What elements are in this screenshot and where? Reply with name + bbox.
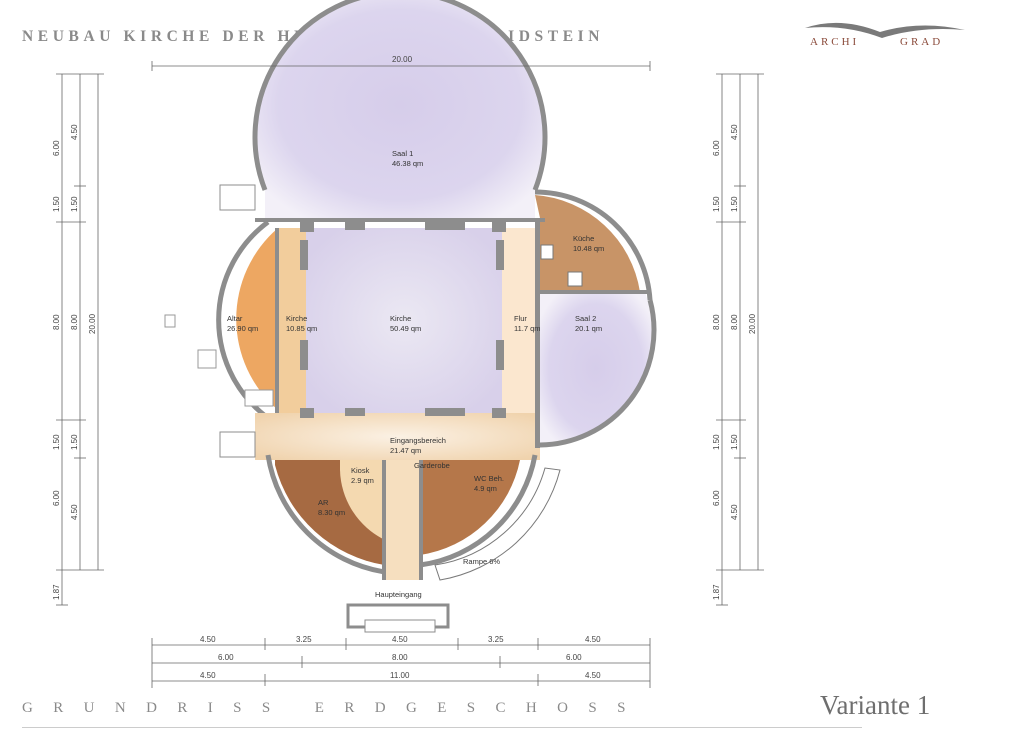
dim-l2-0: 4.50 xyxy=(70,124,79,140)
label-ar-name: AR xyxy=(318,498,329,507)
dim-b3-1: 11.00 xyxy=(390,671,410,680)
label-kirche-name: Kirche xyxy=(390,314,411,323)
room-kiosk xyxy=(340,460,385,540)
label-wc-name: WC Beh. xyxy=(474,474,504,483)
label-garderobe: Garderobe xyxy=(414,461,450,470)
label-flur-name: Flur xyxy=(514,314,527,323)
dim-r1-3: 1.50 xyxy=(712,434,721,450)
label-rampe: Rampe 6% xyxy=(463,557,500,566)
dim-b1-2: 4.50 xyxy=(392,635,408,644)
label-eingang-name: Eingangsbereich xyxy=(390,436,446,445)
dim-r2-1: 1.50 xyxy=(730,196,739,212)
dim-r1-2: 8.00 xyxy=(712,314,721,330)
logo-text-right: GRAD xyxy=(900,36,944,48)
dim-r1-0: 6.00 xyxy=(712,140,721,156)
label-flur-area: 11.7 qm xyxy=(514,324,541,333)
label-saal1-area: 46.38 qm xyxy=(392,159,423,168)
logo-swoosh-icon xyxy=(805,22,965,38)
dim-l2-3: 1.50 xyxy=(70,434,79,450)
dim-r1-1: 1.50 xyxy=(712,196,721,212)
wall-kueche-arc xyxy=(534,189,653,301)
dim-r2-0: 4.50 xyxy=(730,124,739,140)
dim-l1-5: 1.87 xyxy=(52,584,61,600)
variant-label: Variante 1 xyxy=(820,690,931,720)
label-kirche-apse-area: 10.85 qm xyxy=(286,324,317,333)
room-saal1 xyxy=(255,0,545,218)
dim-b2-0: 6.00 xyxy=(218,653,234,662)
label-altar-name: Altar xyxy=(227,314,243,323)
dim-l2-4: 4.50 xyxy=(70,504,79,520)
dim-l2-2: 8.00 xyxy=(70,314,79,330)
dim-b2-1: 8.00 xyxy=(392,653,408,662)
label-kiosk-name: Kiosk xyxy=(351,466,370,475)
dim-b2-2: 6.00 xyxy=(566,653,582,662)
label-saal2-area: 20.1 qm xyxy=(575,324,602,333)
label-kirche-apse-name: Kirche xyxy=(286,314,307,323)
label-kirche-area: 50.49 qm xyxy=(390,324,421,333)
dim-l2-1: 1.50 xyxy=(70,196,79,212)
label-eingang-area: 21.47 qm xyxy=(390,446,421,455)
dim-l1-0: 6.00 xyxy=(52,140,61,156)
label-kiosk-area: 2.9 qm xyxy=(351,476,374,485)
room-wc xyxy=(420,460,520,555)
room-saal2 xyxy=(540,292,652,445)
dim-l1-4: 6.00 xyxy=(52,490,61,506)
dim-top: 20.00 xyxy=(392,55,413,64)
dim-r3: 20.00 xyxy=(748,313,757,334)
dim-top-line xyxy=(151,61,651,71)
dim-r2-3: 1.50 xyxy=(730,434,739,450)
room-entry-corridor xyxy=(385,460,420,580)
dim-bottom-lines xyxy=(151,638,651,688)
dim-left-lines xyxy=(56,73,104,606)
label-saal1-name: Saal 1 xyxy=(392,149,413,158)
label-haupteingang: Haupteingang xyxy=(375,590,422,599)
ramp xyxy=(434,467,561,581)
footer-divider xyxy=(22,727,862,728)
dim-b3-2: 4.50 xyxy=(585,671,601,680)
dim-r2-4: 4.50 xyxy=(730,504,739,520)
label-saal2-name: Saal 2 xyxy=(575,314,596,323)
label-altar-area: 26.90 qm xyxy=(227,324,258,333)
dim-b1-1: 3.25 xyxy=(296,635,312,644)
dim-right-lines xyxy=(716,73,764,606)
room-eingangsbereich xyxy=(255,413,540,460)
room-kirche xyxy=(306,228,502,413)
dim-r1-5: 1.87 xyxy=(712,584,721,600)
room-kueche xyxy=(535,195,640,292)
label-ar-area: 8.30 qm xyxy=(318,508,345,517)
room-flur xyxy=(502,228,540,413)
dim-r1-4: 6.00 xyxy=(712,490,721,506)
wall-saal2-arc xyxy=(539,299,657,448)
label-wc-area: 4.9 qm xyxy=(474,484,497,493)
window-left-top xyxy=(219,184,256,211)
wall-saal1-arc xyxy=(252,0,548,191)
dim-l3: 20.00 xyxy=(88,313,97,334)
logo-text-left: ARCHI xyxy=(810,36,860,48)
room-altar xyxy=(236,228,278,410)
dim-l1-3: 1.50 xyxy=(52,434,61,450)
architect-logo: ARCHI GRAD xyxy=(800,18,975,58)
dim-l1-2: 8.00 xyxy=(52,314,61,330)
label-kueche-area: 10.48 qm xyxy=(573,244,604,253)
label-kueche-name: Küche xyxy=(573,234,594,243)
dim-r2-2: 8.00 xyxy=(730,314,739,330)
dim-b1-3: 3.25 xyxy=(488,635,504,644)
dim-b1-0: 4.50 xyxy=(200,635,216,644)
plan-title: GRUNDRISS ERDGESCHOSS xyxy=(22,700,646,716)
dim-l1-1: 1.50 xyxy=(52,196,61,212)
window-left-bottom xyxy=(219,431,256,458)
dim-b1-4: 4.50 xyxy=(585,635,601,644)
dim-b3-0: 4.50 xyxy=(200,671,216,680)
pillars xyxy=(255,218,648,580)
